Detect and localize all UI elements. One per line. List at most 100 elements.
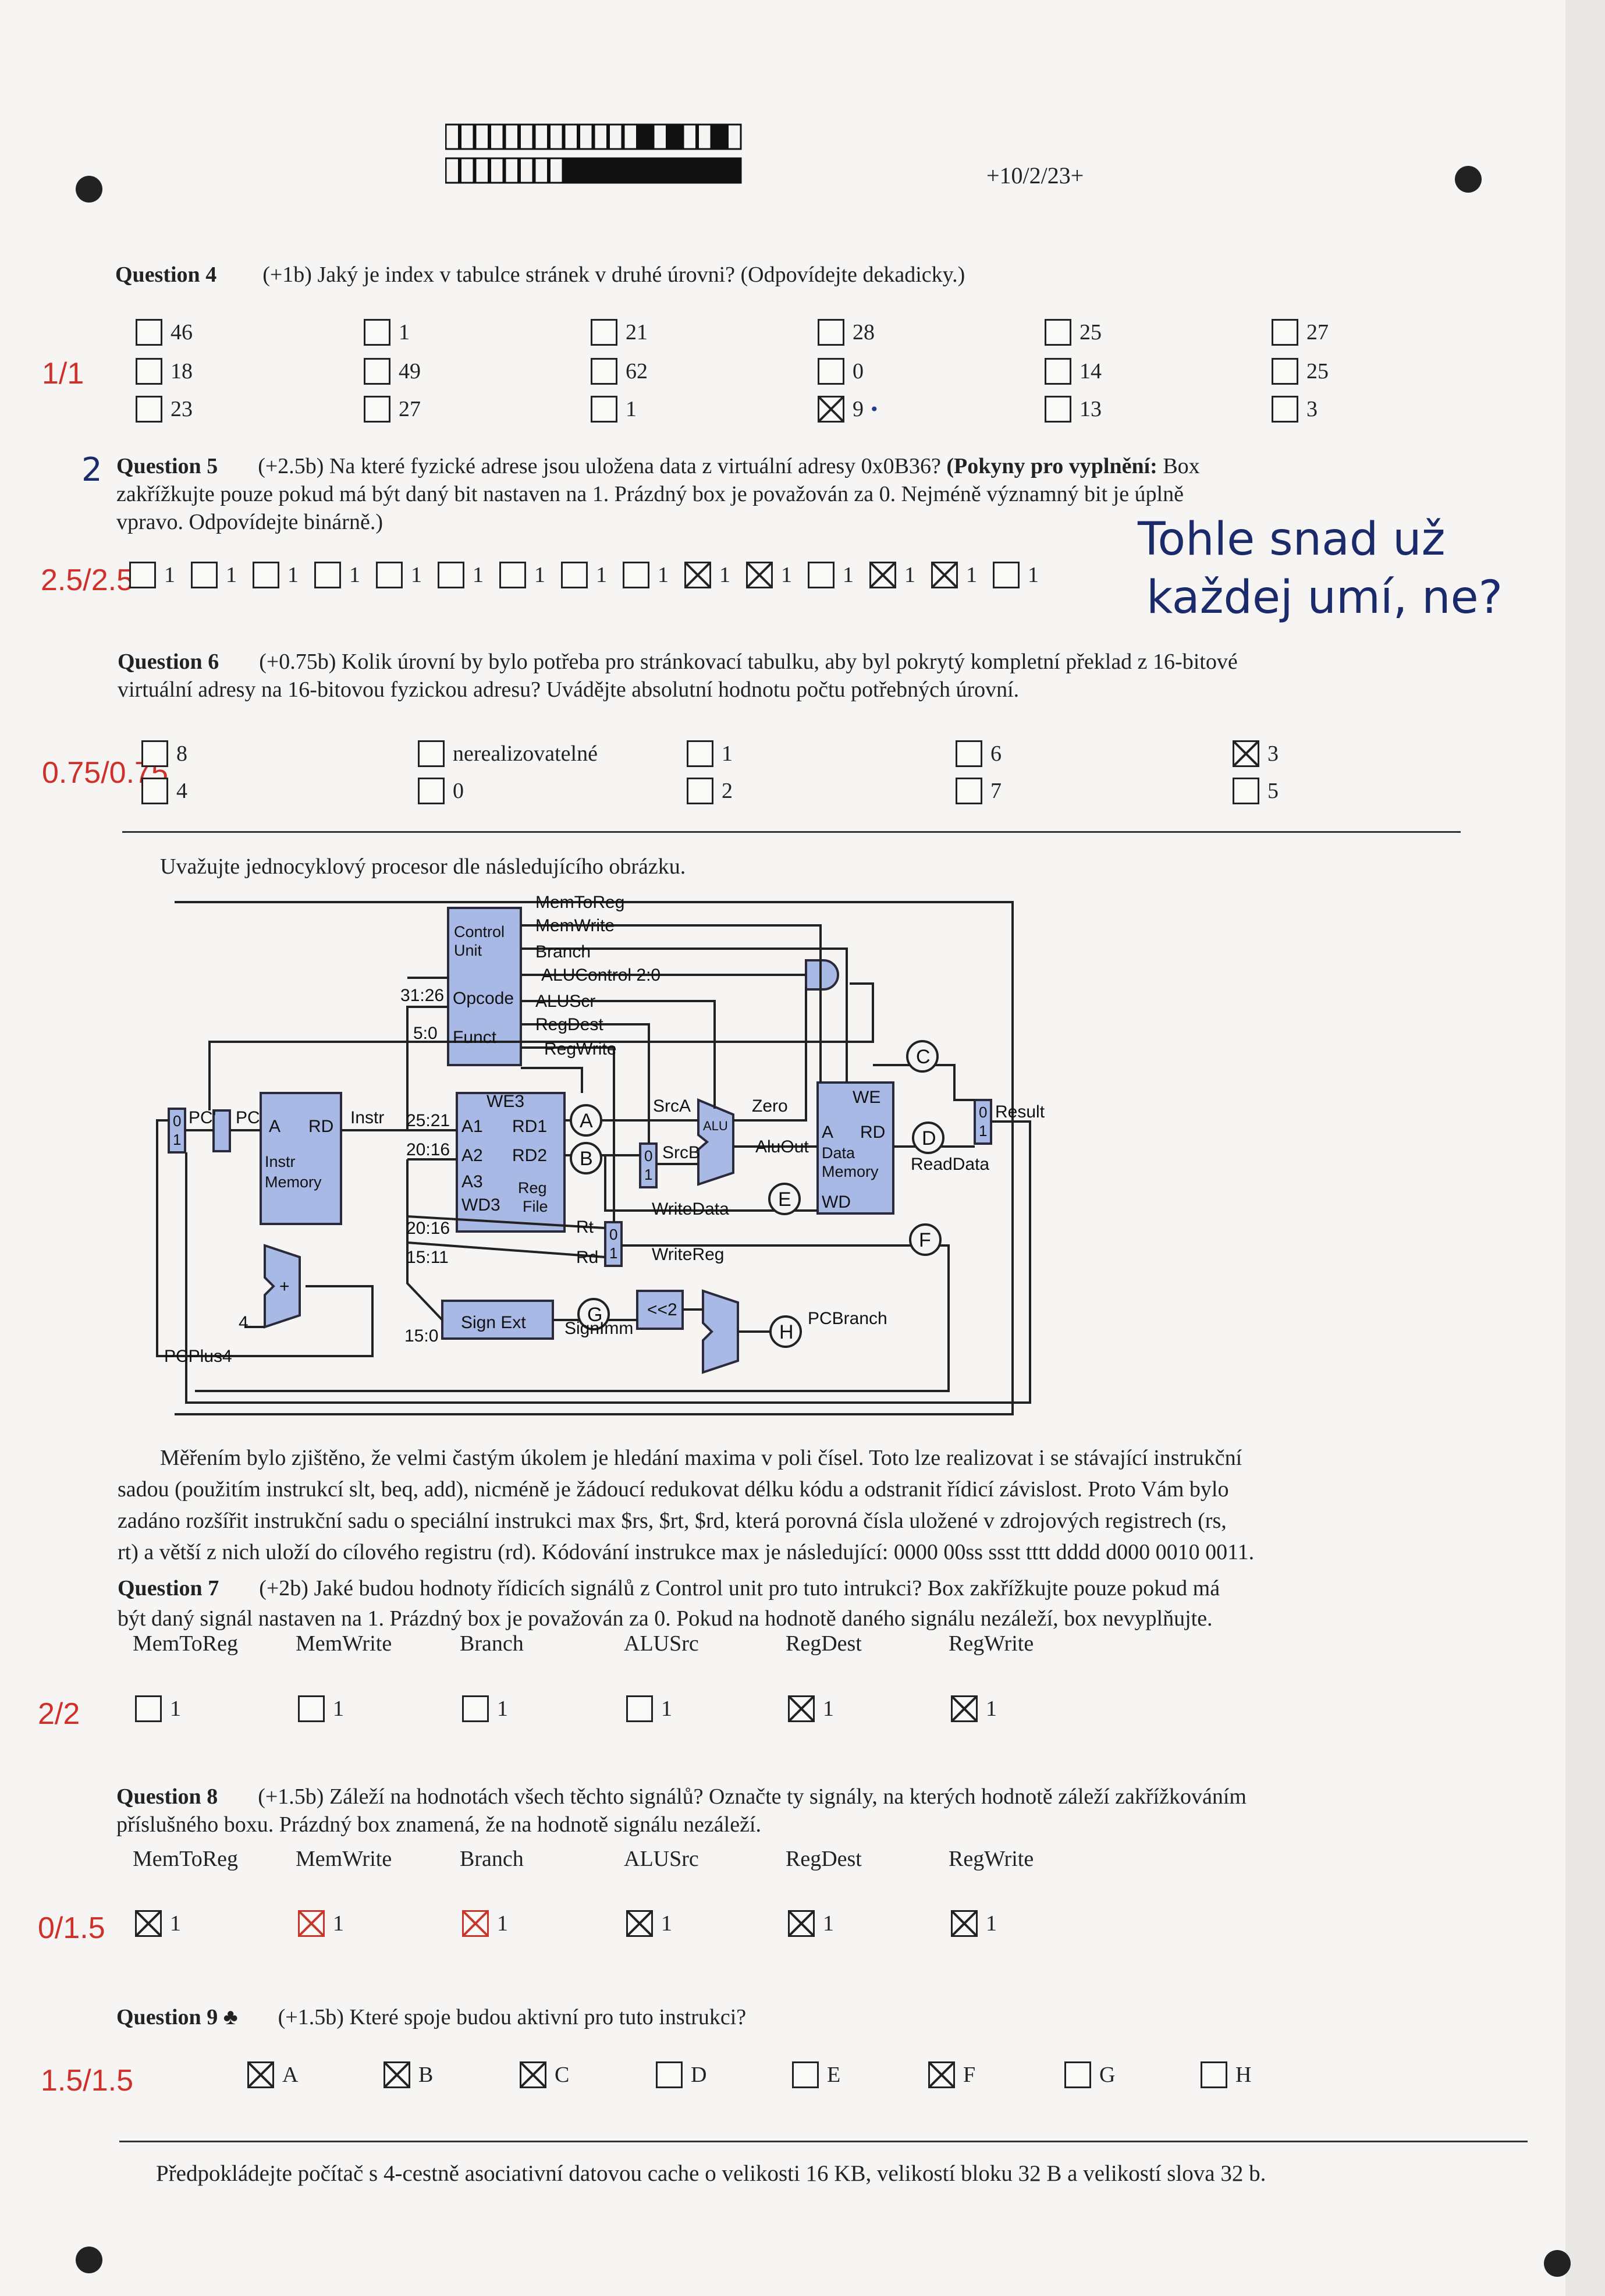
q4-option-3-0-checkbox[interactable] <box>818 319 844 346</box>
q5-bit-11-checkbox[interactable] <box>314 562 341 588</box>
q4-option-2-0-checkbox[interactable] <box>591 319 617 346</box>
q5-bit-14-checkbox[interactable] <box>129 562 156 588</box>
q8-box-ALUSrc[interactable]: 1 <box>626 1910 672 1937</box>
q8-box-RegDest-checkbox[interactable] <box>788 1910 815 1937</box>
q4-option-4-2[interactable]: 13 <box>1045 396 1102 423</box>
q5-bit-12-checkbox[interactable] <box>253 562 279 588</box>
q8-box-ALUSrc-checkbox[interactable] <box>626 1910 653 1937</box>
q7-box-MemWrite-checkbox[interactable] <box>298 1695 325 1722</box>
q5-bit-9[interactable]: 1 <box>438 562 484 588</box>
q5-bit-13[interactable]: 1 <box>191 562 237 588</box>
q7-box-ALUSrc[interactable]: 1 <box>626 1695 672 1722</box>
q4-option-3-2-checkbox[interactable] <box>818 396 844 423</box>
q5-bit-3-checkbox[interactable] <box>808 562 835 588</box>
q5-bit-8[interactable]: 1 <box>499 562 545 588</box>
q5-bit-6-checkbox[interactable] <box>623 562 649 588</box>
q6-option-1-0[interactable]: nerealizovatelné <box>418 740 598 767</box>
q5-bit-0[interactable]: 1 <box>993 562 1039 588</box>
q9-option-A[interactable]: A <box>247 2061 298 2088</box>
q8-box-RegWrite[interactable]: 1 <box>951 1910 997 1937</box>
q4-option-5-0-checkbox[interactable] <box>1272 319 1298 346</box>
q6-option-0-1-checkbox[interactable] <box>141 778 168 804</box>
q4-option-3-2[interactable]: 9• <box>818 396 879 423</box>
q6-option-4-0-checkbox[interactable] <box>1233 740 1259 767</box>
q4-option-4-1-checkbox[interactable] <box>1045 358 1071 385</box>
q7-box-MemWrite[interactable]: 1 <box>298 1695 344 1722</box>
q5-bit-12[interactable]: 1 <box>253 562 299 588</box>
q5-bit-1[interactable]: 1 <box>931 562 977 588</box>
q6-option-3-1-checkbox[interactable] <box>956 778 982 804</box>
q5-bit-5[interactable]: 1 <box>684 562 730 588</box>
q7-box-Branch[interactable]: 1 <box>462 1695 508 1722</box>
q5-bit-11[interactable]: 1 <box>314 562 360 588</box>
q8-box-RegDest[interactable]: 1 <box>788 1910 834 1937</box>
q4-option-1-1-checkbox[interactable] <box>364 358 390 385</box>
q8-box-MemWrite-checkbox[interactable] <box>298 1910 325 1937</box>
q8-box-Branch[interactable]: 1 <box>462 1910 508 1937</box>
q4-option-4-1[interactable]: 14 <box>1045 358 1102 385</box>
q4-option-2-2-checkbox[interactable] <box>591 396 617 423</box>
q6-option-0-0[interactable]: 8 <box>141 740 187 767</box>
q4-option-0-1[interactable]: 18 <box>136 358 193 385</box>
q9-option-B-checkbox[interactable] <box>384 2061 410 2088</box>
q4-option-2-2[interactable]: 1 <box>591 396 637 423</box>
q4-option-5-0[interactable]: 27 <box>1272 319 1329 346</box>
q9-option-G[interactable]: G <box>1064 2061 1115 2088</box>
q4-option-1-1[interactable]: 49 <box>364 358 421 385</box>
q4-option-1-0-checkbox[interactable] <box>364 319 390 346</box>
q6-option-2-1-checkbox[interactable] <box>687 778 713 804</box>
q4-option-4-0[interactable]: 25 <box>1045 319 1102 346</box>
q9-option-F[interactable]: F <box>928 2061 975 2088</box>
q4-option-3-1[interactable]: 0 <box>818 358 864 385</box>
q9-option-B[interactable]: B <box>384 2061 433 2088</box>
q5-bit-13-checkbox[interactable] <box>191 562 218 588</box>
q7-box-MemToReg-checkbox[interactable] <box>135 1695 162 1722</box>
q8-box-MemToReg[interactable]: 1 <box>135 1910 181 1937</box>
q6-option-3-0[interactable]: 6 <box>956 740 1002 767</box>
q6-option-3-0-checkbox[interactable] <box>956 740 982 767</box>
q4-option-1-2[interactable]: 27 <box>364 396 421 423</box>
q6-option-4-1[interactable]: 5 <box>1233 778 1279 804</box>
q9-option-G-checkbox[interactable] <box>1064 2061 1091 2088</box>
q7-box-ALUSrc-checkbox[interactable] <box>626 1695 653 1722</box>
q4-option-5-1[interactable]: 25 <box>1272 358 1329 385</box>
q9-option-F-checkbox[interactable] <box>928 2061 955 2088</box>
q7-box-MemToReg[interactable]: 1 <box>135 1695 181 1722</box>
q4-option-5-2-checkbox[interactable] <box>1272 396 1298 423</box>
q5-bit-3[interactable]: 1 <box>808 562 854 588</box>
q7-box-RegWrite-checkbox[interactable] <box>951 1695 978 1722</box>
q9-option-C[interactable]: C <box>520 2061 569 2088</box>
q5-bit-0-checkbox[interactable] <box>993 562 1020 588</box>
q4-option-2-1[interactable]: 62 <box>591 358 648 385</box>
q5-bit-7-checkbox[interactable] <box>561 562 588 588</box>
q6-option-2-1[interactable]: 2 <box>687 778 733 804</box>
q5-bit-10[interactable]: 1 <box>376 562 422 588</box>
q5-bit-4-checkbox[interactable] <box>746 562 773 588</box>
q4-option-3-1-checkbox[interactable] <box>818 358 844 385</box>
q6-option-4-1-checkbox[interactable] <box>1233 778 1259 804</box>
q4-option-5-2[interactable]: 3 <box>1272 396 1318 423</box>
q7-box-RegWrite[interactable]: 1 <box>951 1695 997 1722</box>
q9-option-A-checkbox[interactable] <box>247 2061 274 2088</box>
q4-option-0-0-checkbox[interactable] <box>136 319 162 346</box>
q4-option-0-0[interactable]: 46 <box>136 319 193 346</box>
q8-box-RegWrite-checkbox[interactable] <box>951 1910 978 1937</box>
q7-box-Branch-checkbox[interactable] <box>462 1695 489 1722</box>
q8-box-Branch-checkbox[interactable] <box>462 1910 489 1937</box>
q4-option-1-0[interactable]: 1 <box>364 319 410 346</box>
q9-option-H[interactable]: H <box>1201 2061 1251 2088</box>
q4-option-1-2-checkbox[interactable] <box>364 396 390 423</box>
q4-option-5-1-checkbox[interactable] <box>1272 358 1298 385</box>
q5-bit-5-checkbox[interactable] <box>684 562 711 588</box>
q6-option-0-0-checkbox[interactable] <box>141 740 168 767</box>
q5-bit-2-checkbox[interactable] <box>869 562 896 588</box>
q6-option-0-1[interactable]: 4 <box>141 778 187 804</box>
q4-option-4-2-checkbox[interactable] <box>1045 396 1071 423</box>
q6-option-1-0-checkbox[interactable] <box>418 740 445 767</box>
q4-option-0-1-checkbox[interactable] <box>136 358 162 385</box>
q4-option-4-0-checkbox[interactable] <box>1045 319 1071 346</box>
q6-option-1-1-checkbox[interactable] <box>418 778 445 804</box>
q4-option-3-0[interactable]: 28 <box>818 319 875 346</box>
q6-option-1-1[interactable]: 0 <box>418 778 464 804</box>
q6-option-4-0[interactable]: 3 <box>1233 740 1279 767</box>
